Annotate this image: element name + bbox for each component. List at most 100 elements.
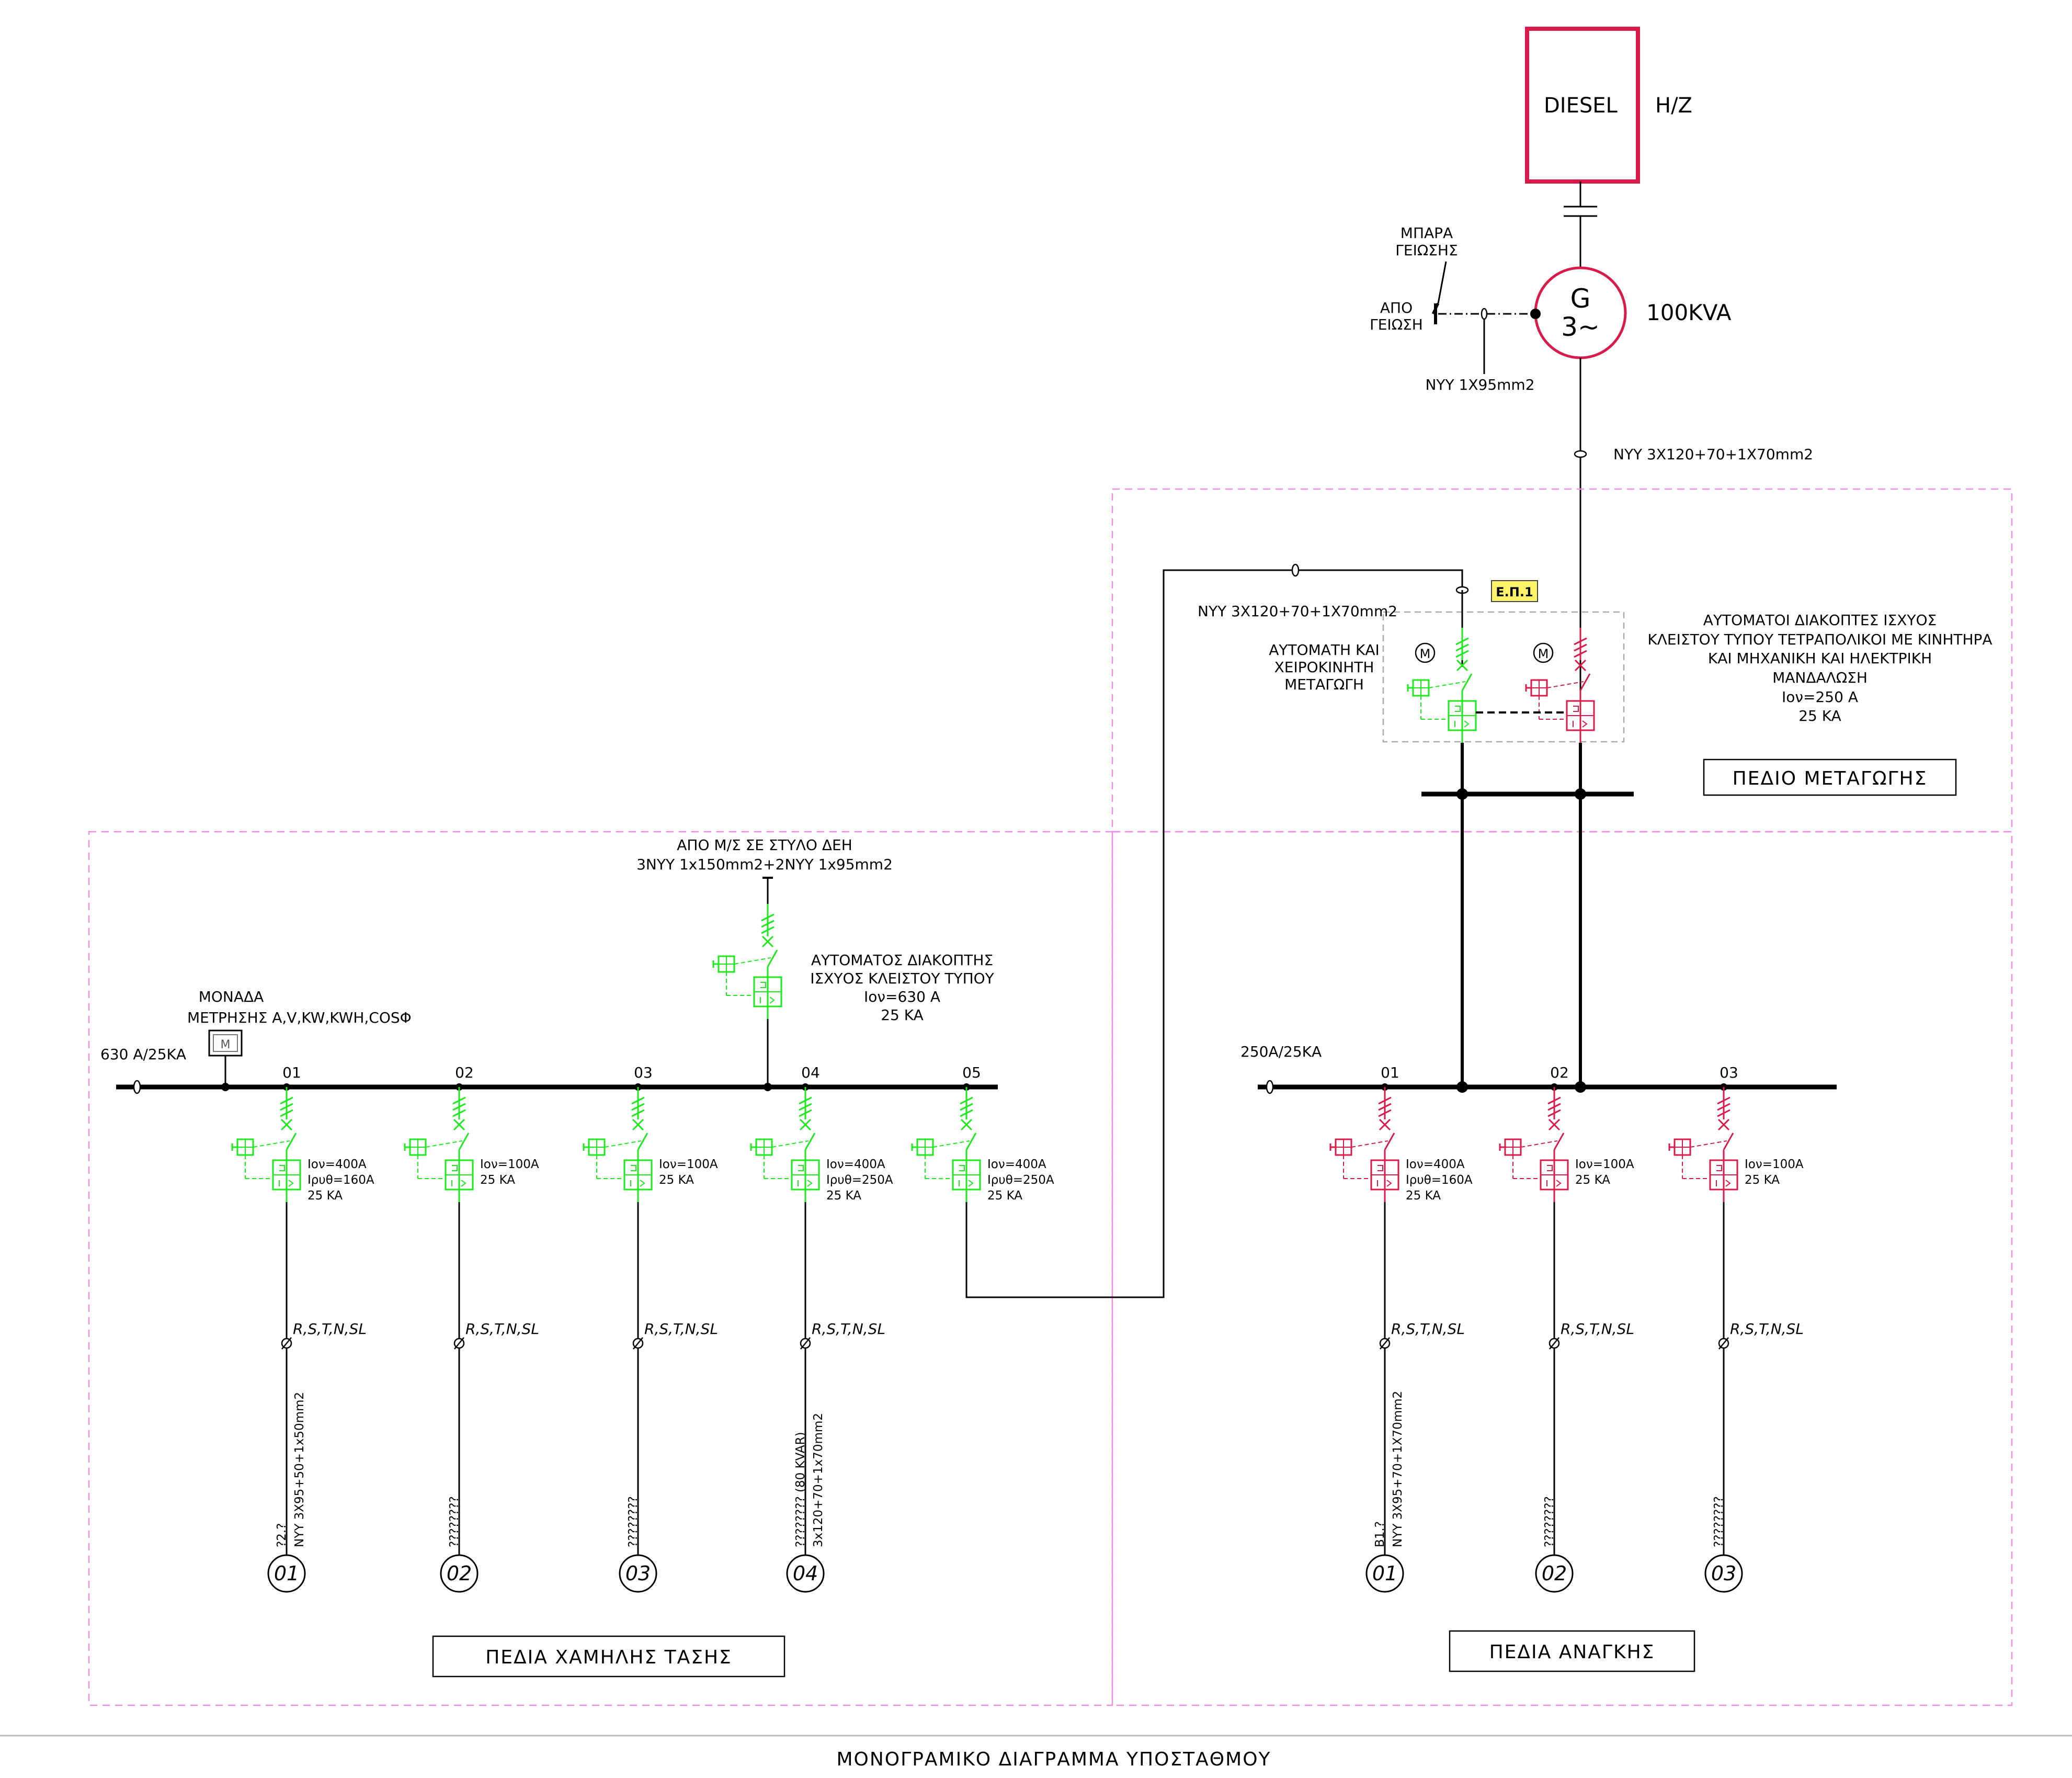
ground-from: ΑΠΟ xyxy=(1380,299,1413,316)
feeder-number: 04 xyxy=(801,1064,820,1081)
feeder-breaker xyxy=(911,1086,981,1203)
footer-title: ΜΟΝΟΓΡΑΜΙΚΟ ΔΙΑΓΡΑΜΜΑ ΥΠΟΣΤΑΘΜΟΥ xyxy=(836,1749,1271,1770)
auto-switch-label-3: ΜΕΤΑΓΩΓΗ xyxy=(1284,676,1364,693)
feeder-rating: 25 KA xyxy=(1745,1173,1780,1187)
feeder-cable: 3x120+70+1x70mm2 xyxy=(812,1413,825,1547)
feeder-rating: Iον=400A xyxy=(987,1158,1046,1171)
feeder-phases: R,S,T,N,SL xyxy=(812,1320,885,1338)
transfer-breaker-generator xyxy=(1525,627,1595,744)
auto-switch-label-2: ΧΕΙΡΟΚΙΝΗΤΗ xyxy=(1274,659,1374,676)
feeder-end-circle xyxy=(440,1554,479,1593)
feeder-phases: R,S,T,N,SL xyxy=(1561,1320,1634,1338)
feeder-end-label: 02 xyxy=(1542,1562,1567,1585)
motor-icon-generator-label: M xyxy=(1538,647,1549,661)
diesel-box xyxy=(1525,27,1640,184)
feeder-breaker xyxy=(404,1086,474,1203)
generator-rating: 100KVA xyxy=(1646,300,1732,325)
transfer-desc-1: ΚΛΕΙΣΤΟΥ ΤΥΠΟΥ ΤΕΤΡΑΠΟΛΙΚΟΙ ΜΕ ΚΙΝΗΤΗΡΑ xyxy=(1647,631,1992,648)
feeder-rating: 25 KA xyxy=(1406,1189,1441,1203)
feeder-phases: R,S,T,N,SL xyxy=(465,1320,539,1338)
lv-panel-title-box xyxy=(432,1635,785,1678)
ground-cable: NYY 1X95mm2 xyxy=(1425,376,1534,393)
feeder-phases: R,S,T,N,SL xyxy=(1730,1320,1804,1338)
transfer-group-outline xyxy=(1382,611,1625,743)
ground-bar-label-2: ΓΕΙΩΣΗΣ xyxy=(1395,242,1458,259)
transfer-breaker-mains xyxy=(1407,627,1477,744)
feeder-rating: Iον=400A xyxy=(308,1158,367,1171)
feeder-rating: Iρυθ=250A xyxy=(826,1173,893,1187)
feeder-breaker xyxy=(1668,1086,1738,1203)
feeder-load: ?2.? xyxy=(275,1523,289,1547)
main-supply-line1: ΑΠΟ Μ/Σ ΣΕ ΣΤΥΛΟ ΔΕΗ xyxy=(677,836,852,854)
auto-switch-label-1: ΑΥΤΟΜΑΤΗ ΚΑΙ xyxy=(1269,641,1380,659)
generator-letter: G xyxy=(1570,284,1591,314)
feeder-rating: 25 KA xyxy=(826,1189,861,1203)
lv-bus-rating: 630 Α/25ΚΑ xyxy=(100,1046,186,1063)
feeder-rating: 25 KA xyxy=(1575,1173,1610,1187)
feeder-end-circle xyxy=(619,1554,657,1593)
feeder-number: 02 xyxy=(455,1064,474,1081)
feeder-breaker xyxy=(750,1086,820,1203)
lv-panel-title: ΠΕΔΙΑ ΧΑΜΗΛΗΣ ΤΑΣΗΣ xyxy=(485,1647,732,1668)
feeder-rating: Iον=400A xyxy=(826,1158,885,1171)
transfer-desc-4: Iον=250 Α xyxy=(1782,688,1858,706)
transfer-desc-0: ΑΥΤΟΜΑΤΟΙ ΔΙΑΚΟΠΤΕΣ ΙΣΧΥΟΣ xyxy=(1703,611,1937,629)
motor-icon-generator xyxy=(1533,642,1554,663)
transfer-feeder-cable: NYY 3X120+70+1X70mm2 xyxy=(1198,603,1397,620)
feeder-end-label: 02 xyxy=(447,1562,472,1585)
ground-bar-label: ΜΠΑΡΑ xyxy=(1401,224,1453,242)
feeder-breaker xyxy=(583,1086,653,1203)
transfer-panel-title: ΠΕΔΙΟ ΜΕΤΑΓΩΓΗΣ xyxy=(1733,768,1928,789)
feeder-phases: R,S,T,N,SL xyxy=(293,1320,367,1338)
feeder-breaker xyxy=(1499,1086,1569,1203)
main-desc-2: Iον=630 Α xyxy=(864,988,940,1005)
feeder-rating: Iον=100A xyxy=(1575,1158,1634,1171)
feeder-load: ???????? xyxy=(1543,1496,1556,1547)
transfer-desc-2: ΚΑΙ ΜΗΧΑΝΙΚΗ ΚΑΙ ΗΛΕΚΤΡΙΚΗ xyxy=(1708,650,1932,667)
main-breaker xyxy=(712,903,782,1020)
feeder-cable: NYY 3X95+70+1X70mm2 xyxy=(1391,1391,1405,1547)
transfer-desc-3: ΜΑΝΔΑΛΩΣΗ xyxy=(1772,669,1868,686)
transfer-panel-title-box xyxy=(1703,758,1957,796)
feeder-number: 01 xyxy=(282,1064,301,1081)
feeder-end-circle xyxy=(786,1554,825,1593)
feeder-rating: Iον=100A xyxy=(1745,1158,1804,1171)
feeder-load: ???????? xyxy=(627,1496,640,1547)
lv-panel-outline xyxy=(88,831,1113,1706)
main-supply-line2: 3NYY 1x150mm2+2NYY 1x95mm2 xyxy=(636,856,893,873)
feeder-rating: Iον=100A xyxy=(480,1158,539,1171)
feeder-end-label: 03 xyxy=(1711,1562,1736,1585)
feeder-cable: NYY 3X95+50+1x50mm2 xyxy=(293,1392,306,1547)
feeder-end-label: 04 xyxy=(793,1562,818,1585)
feeder-load: ???????? (80 KVAR) xyxy=(794,1432,807,1547)
emergency-bus-rating: 250Α/25ΚΑ xyxy=(1240,1043,1322,1060)
feeder-number: 03 xyxy=(1720,1064,1738,1081)
feeder-phases: R,S,T,N,SL xyxy=(644,1320,718,1338)
feeder-end-circle xyxy=(1535,1554,1574,1593)
feeder-load: B1.? xyxy=(1373,1521,1387,1547)
transfer-tag xyxy=(1491,580,1538,602)
feeder-rating: 25 KA xyxy=(987,1189,1022,1203)
feeder-end-circle xyxy=(1704,1554,1743,1593)
feeder-end-label: 01 xyxy=(274,1562,299,1585)
feeder-rating: 25 KA xyxy=(308,1189,343,1203)
emergency-panel-title-box xyxy=(1449,1630,1695,1672)
feeder-rating: Iον=400A xyxy=(1406,1158,1465,1171)
feeder-phases: R,S,T,N,SL xyxy=(1391,1320,1465,1338)
feeder-end-circle xyxy=(267,1554,306,1593)
feeder-rating: 25 KA xyxy=(480,1173,515,1187)
gen-cable-label: NYY 3X120+70+1X70mm2 xyxy=(1613,446,1813,463)
feeder-breaker xyxy=(231,1086,301,1203)
main-desc-3: 25 KA xyxy=(881,1006,924,1024)
emergency-panel-title: ΠΕΔΙΑ ΑΝΑΓΚΗΣ xyxy=(1489,1641,1655,1663)
feeder-rating: Iον=100A xyxy=(659,1158,718,1171)
generator-phases: 3~ xyxy=(1561,312,1600,342)
